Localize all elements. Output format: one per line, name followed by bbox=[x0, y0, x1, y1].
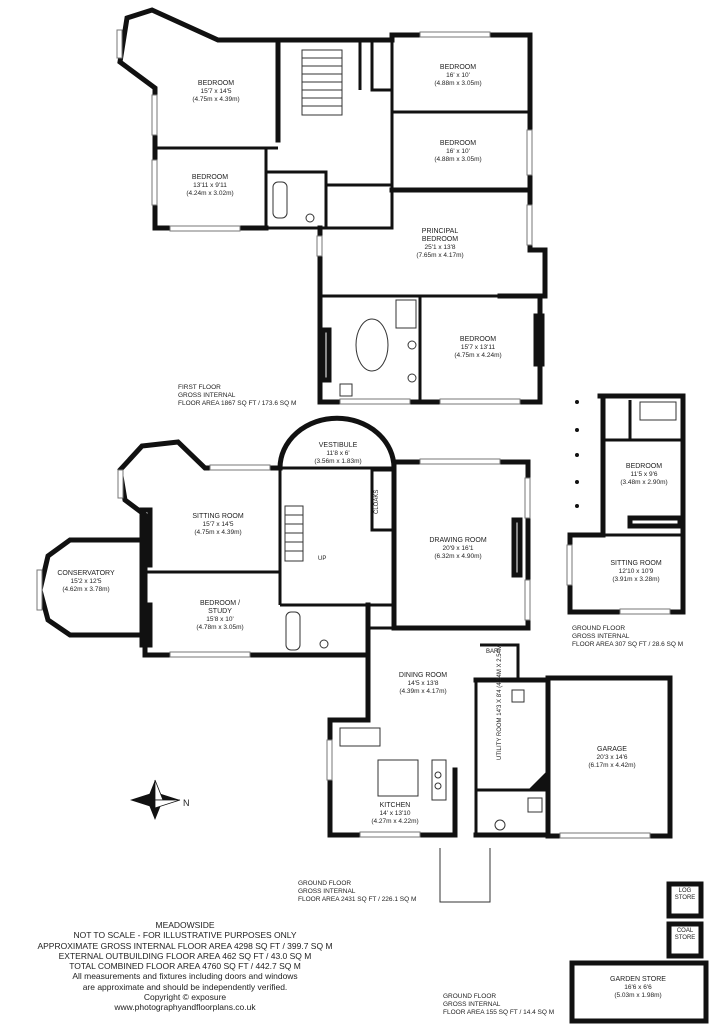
drawing-room-wall bbox=[391, 459, 531, 631]
log-store-label: LOG STORE bbox=[674, 888, 696, 901]
gf-drawing-room-label: DRAWING ROOM 20'9 x 16'1 (6.32m x 4.90m) bbox=[429, 537, 487, 560]
footer-block: MEADOWSIDE NOT TO SCALE - FOR ILLUSTRATI… bbox=[25, 920, 345, 1013]
gf-sitting-room-label: SITTING ROOM 15'7 x 14'5 (4.75m x 4.39m) bbox=[192, 513, 244, 536]
ff-nw-bay-wall bbox=[117, 7, 281, 151]
annex-bedroom-label: BEDROOM 11'5 x 9'6 (3.48m x 2.90m) bbox=[620, 463, 668, 486]
gross-internal-area: APPROXIMATE GROSS INTERNAL FLOOR AREA 42… bbox=[37, 940, 333, 951]
first-floor-plan bbox=[116, 7, 548, 405]
annex-sitting-room-label: SITTING ROOM 12'10 x 10'9 (3.91m x 3.28m… bbox=[610, 560, 662, 583]
vestibule-arc-wall bbox=[277, 415, 397, 471]
cloaks-label: CLOAKS bbox=[374, 489, 380, 514]
ground-floor-area-note: GROUND FLOOR GROSS INTERNAL FLOOR AREA 2… bbox=[298, 880, 417, 903]
gf-vestibule-label: VESTIBULE 11'8 x 6' (3.56m x 1.83m) bbox=[314, 442, 362, 465]
ff-principal-bedroom-label: PRINCIPAL BEDROOM 25'1 x 13'8 (7.65m x 4… bbox=[416, 228, 464, 259]
compass-north-label: N bbox=[183, 798, 190, 808]
coal-store-label: COAL STORE bbox=[674, 928, 696, 941]
website-link[interactable]: www.photographyandfloorplans.co.uk bbox=[114, 1002, 256, 1013]
copyright: Copyright © exposure bbox=[143, 992, 227, 1003]
ff-bedroom-se-label: BEDROOM 15'7 x 13'11 (4.75m x 4.24m) bbox=[454, 336, 502, 359]
property-name: MEADOWSIDE bbox=[155, 920, 215, 930]
conservatory-wall bbox=[37, 537, 145, 638]
outbuilding-floor-area-note: GROUND FLOOR GROSS INTERNAL FLOOR AREA 1… bbox=[443, 993, 555, 1016]
annex-floor-area-note: GROUND FLOOR GROSS INTERNAL FLOOR AREA 3… bbox=[572, 625, 684, 648]
measurement-note-2: are approximate and should be independen… bbox=[82, 981, 288, 992]
ff-bedroom-nw-label: BEDROOM 15'7 x 14'5 (4.75m x 4.39m) bbox=[192, 80, 240, 103]
stairs-up-label: UP bbox=[318, 556, 327, 562]
gf-dining-room-label: DINING ROOM 14'5 x 13'8 (4.39m x 4.17m) bbox=[398, 672, 448, 695]
gf-conservatory-label: CONSERVATORY 15'2 x 12'5 (4.62m x 3.78m) bbox=[57, 570, 115, 593]
measurement-note-1: All measurements and fixtures including … bbox=[72, 971, 298, 982]
compass-rose bbox=[130, 779, 181, 820]
ff-bedroom-ne-label: BEDROOM 16' x 10' (4.88m x 3.05m) bbox=[434, 64, 482, 87]
total-combined-area: TOTAL COMBINED FLOOR AREA 4760 SQ FT / 4… bbox=[69, 961, 301, 972]
bar-label: BAR bbox=[486, 649, 499, 655]
disclaimer: NOT TO SCALE - FOR ILLUSTRATIVE PURPOSES… bbox=[73, 930, 297, 941]
outbuilding-plan bbox=[569, 881, 709, 1024]
first-floor-area-note: FIRST FLOOR GROSS INTERNAL FLOOR AREA 18… bbox=[178, 384, 297, 407]
gf-utility-room-label: UTILITY ROOM 14'3 x 8'4 (4.34m x 2.54m) bbox=[497, 643, 503, 760]
gf-kitchen-label: KITCHEN 14' x 13'10 (4.27m x 4.22m) bbox=[371, 802, 419, 825]
annex-plan bbox=[566, 393, 686, 615]
external-outbuilding-area: EXTERNAL OUTBUILDING FLOOR AREA 462 SQ F… bbox=[58, 950, 312, 961]
garden-store-label: GARDEN STORE 16'6 x 6'6 (5.03m x 1.98m) bbox=[610, 976, 666, 999]
gf-bedroom-study-label: BEDROOM / STUDY 15'8 x 10' (4.78m x 3.05… bbox=[196, 600, 244, 631]
ff-bedroom-w-label: BEDROOM 13'11 x 9'11 (4.24m x 3.02m) bbox=[186, 174, 234, 197]
gf-garage-label: GARAGE 20'3 x 14'6 (6.17m x 4.42m) bbox=[588, 746, 636, 769]
ff-bedroom-e-label: BEDROOM 16' x 10' (4.88m x 3.05m) bbox=[434, 140, 482, 163]
ground-floor-plan bbox=[36, 415, 673, 903]
